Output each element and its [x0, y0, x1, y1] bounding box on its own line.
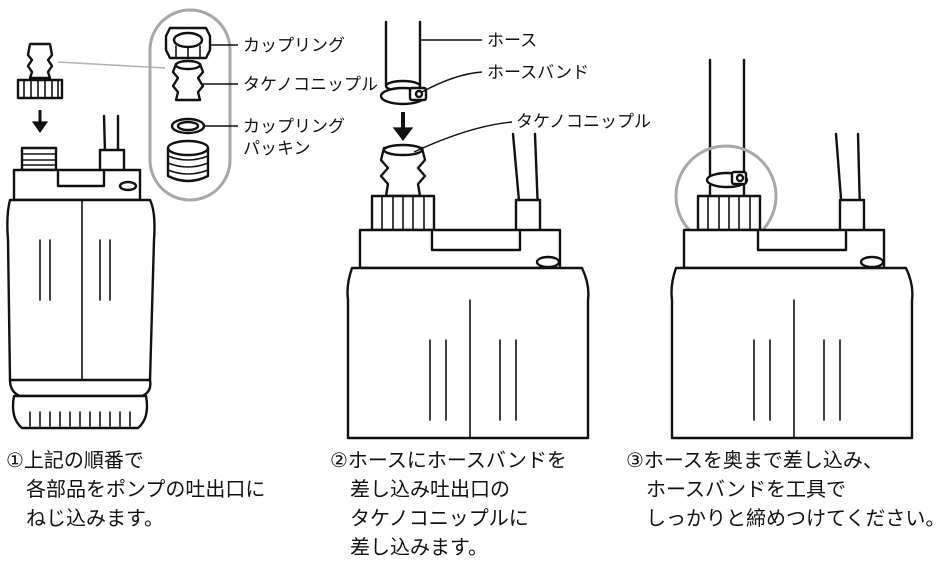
step-1-caption: ①上記の順番で 各部品をポンプの吐出口に ねじ込みます。: [6, 446, 265, 533]
panel-3-illustration: [670, 58, 914, 440]
label-coupling-ring-packing-2: パッキン: [243, 139, 311, 159]
step-1-line-2: 各部品をポンプの吐出口に: [26, 477, 266, 501]
down-arrow-icon: [392, 112, 414, 141]
parts-highlight: [148, 8, 232, 202]
step-1-line-3: ねじ込みます。: [26, 506, 164, 530]
pump-body-2: [346, 228, 590, 440]
step-3-line-1: ③ホースを奥まで差し込み、: [626, 448, 883, 472]
takenoko-nipple-part: [171, 59, 205, 102]
hose-part: [384, 20, 422, 93]
label-hose-band: ホースバンド: [487, 63, 589, 83]
step-1-line-1: ①上記の順番で: [6, 448, 144, 472]
step-3-line-2: ホースバンドを工具で: [646, 477, 846, 501]
panel-2-illustration: [346, 20, 590, 440]
hose-band-part: [379, 86, 428, 106]
pump-body-3: [670, 228, 914, 440]
step-2-line-1: ②ホースにホースバンドを: [330, 448, 567, 472]
panel-1-illustration: [6, 8, 238, 430]
step-3-caption: ③ホースを奥まで差し込み、 ホースバンドを工具で しっかりと締めつけてください。: [626, 446, 938, 533]
label-coupling-ring-packing-1: カップリング: [243, 117, 345, 137]
down-arrow-icon: [31, 110, 49, 134]
coupling-ring-part: [164, 26, 212, 60]
step-2-line-4: 差し込みます。: [350, 535, 488, 559]
pump-body-1: [6, 114, 156, 430]
step-2-line-2: 差し込み吐出口の: [350, 477, 510, 501]
label-hose: ホース: [487, 31, 538, 51]
coupling-ring-packing-part: [170, 117, 206, 135]
label-takenoko-nipple: タケノコニップル: [243, 75, 378, 95]
step-3-line-3: しっかりと締めつけてください。: [646, 506, 938, 530]
takenoko-nipple-on-pump: [370, 143, 436, 232]
step-2-caption: ②ホースにホースバンドを 差し込み吐出口の タケノコニップルに 差し込みます。: [330, 446, 567, 562]
pump-outlet-thread-part: [166, 139, 210, 183]
step-2-line-3: タケノコニップルに: [350, 506, 529, 530]
label-takenoko-nipple-2: タケノコニップル: [516, 112, 651, 132]
label-coupling-ring: カップリング: [243, 36, 345, 56]
assembled-fitting-part: [16, 42, 64, 100]
